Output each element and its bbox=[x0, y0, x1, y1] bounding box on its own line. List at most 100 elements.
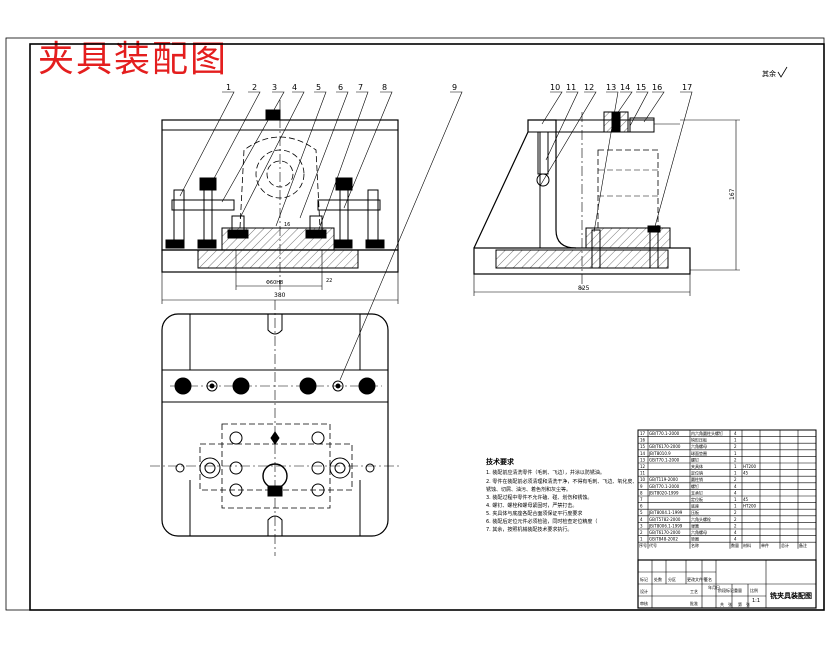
parts-list-name: 六角螺母 bbox=[691, 443, 707, 449]
svg-text:8: 8 bbox=[382, 83, 387, 92]
parts-list-no: 15 bbox=[640, 444, 646, 449]
svg-text:批准: 批准 bbox=[690, 600, 698, 606]
svg-text:17: 17 bbox=[682, 83, 692, 92]
parts-list-code: GB/T848-2002 bbox=[649, 537, 678, 542]
parts-list-code: GB/T70.1-2000 bbox=[649, 484, 680, 489]
parts-list-no: 8 bbox=[640, 490, 643, 495]
svg-text:第: 第 bbox=[738, 601, 742, 607]
svg-text:4: 4 bbox=[292, 83, 297, 92]
parts-list-qty: 2 bbox=[734, 517, 737, 522]
parts-list-no: 4 bbox=[640, 517, 643, 522]
parts-list-name: 内六角圆柱头螺钉 bbox=[691, 430, 723, 436]
svg-text:2: 2 bbox=[252, 83, 257, 92]
parts-list-name: 六角螺母 bbox=[691, 529, 707, 535]
parts-list-name: 底座 bbox=[691, 503, 699, 509]
parts-list-header-cell: 单件 bbox=[761, 542, 769, 548]
parts-list-name: 定位销 bbox=[691, 470, 703, 476]
dim-front-width: 380 bbox=[274, 292, 286, 299]
svg-text:5. 夹具体与底座各配合面须保证平行度要求: 5. 夹具体与底座各配合面须保证平行度要求 bbox=[486, 510, 582, 517]
parts-list-code: JB/T8020-1999 bbox=[648, 490, 679, 495]
parts-list-code: JB/T8006.1-1999 bbox=[648, 523, 683, 528]
parts-list-name: 夹具体 bbox=[691, 463, 703, 469]
drawing-title: 夹具装配图 bbox=[38, 39, 229, 80]
dim-front-part: 16 bbox=[284, 222, 290, 228]
parts-list-qty: 4 bbox=[734, 431, 737, 436]
parts-list-no: 3 bbox=[640, 523, 643, 528]
parts-list-code: GB/T6170-2000 bbox=[649, 444, 681, 449]
roughness-mark: 其余 bbox=[762, 66, 788, 78]
outer-frame bbox=[5, 37, 825, 611]
parts-list-name: 弹簧 bbox=[691, 522, 699, 528]
parts-list-name: 支承钉 bbox=[691, 489, 703, 495]
parts-list-qty: 4 bbox=[734, 484, 737, 489]
parts-list-header-cell: 名称 bbox=[691, 542, 699, 548]
callout-leaders-front bbox=[179, 91, 463, 381]
title-block-text: 标记 处数 分区 更改文件号 签名 年月日 设计 审核 工艺 批准 阶段标记 重… bbox=[640, 576, 812, 607]
parts-list-code: JB/T8010.9 bbox=[648, 451, 671, 456]
svg-text:3: 3 bbox=[272, 83, 277, 92]
tech-requirements: 技术要求 1. 装配前应清洗零件（毛刺、飞边），并涂以防锈油。 2. 零件在装配… bbox=[486, 457, 637, 533]
parts-list-qty: 1 bbox=[734, 471, 737, 476]
svg-text:2. 零件在装配前必须清理和清洗干净，不得有毛刺、飞边、氧化: 2. 零件在装配前必须清理和清洗干净，不得有毛刺、飞边、氧化皮、 bbox=[486, 478, 637, 485]
parts-list-no: 14 bbox=[640, 451, 646, 456]
title-block bbox=[637, 559, 817, 609]
svg-text:14: 14 bbox=[620, 83, 630, 92]
parts-list-qty: 4 bbox=[734, 530, 737, 535]
parts-list-no: 11 bbox=[640, 471, 646, 476]
svg-text:13: 13 bbox=[606, 83, 616, 92]
parts-list-code: GB/T6170-2000 bbox=[649, 530, 681, 535]
svg-text:张: 张 bbox=[728, 601, 732, 607]
parts-list-qty: 2 bbox=[734, 444, 737, 449]
parts-list-no: 12 bbox=[640, 464, 646, 469]
svg-text:9: 9 bbox=[452, 83, 457, 92]
parts-list-qty: 1 bbox=[734, 504, 737, 509]
svg-text:年月日: 年月日 bbox=[708, 584, 720, 590]
svg-text:1:1: 1:1 bbox=[752, 598, 760, 604]
parts-list-no: 10 bbox=[640, 477, 646, 482]
svg-text:5: 5 bbox=[316, 83, 321, 92]
front-view bbox=[161, 100, 399, 304]
svg-text:6: 6 bbox=[338, 83, 343, 92]
svg-text:7: 7 bbox=[358, 83, 363, 92]
parts-list-qty: 4 bbox=[734, 537, 737, 542]
parts-list-no: 17 bbox=[640, 431, 646, 436]
parts-list-qty: 2 bbox=[734, 457, 737, 462]
parts-list-qty: 4 bbox=[734, 490, 737, 495]
parts-list-name: 圆柱销 bbox=[691, 476, 703, 482]
svg-text:1: 1 bbox=[226, 83, 231, 92]
callout-numbers-side: 10 11 12 13 14 15 16 17 bbox=[550, 83, 692, 92]
parts-list-no: 9 bbox=[640, 484, 643, 489]
parts-list-header-cell: 总计 bbox=[781, 542, 789, 548]
parts-list-no: 5 bbox=[640, 510, 643, 515]
svg-text:重量: 重量 bbox=[734, 587, 742, 593]
top-view bbox=[150, 300, 400, 556]
parts-list-name: 球面垫圈 bbox=[691, 450, 707, 456]
svg-text:1. 装配前应清洗零件（毛刺、飞边），并涂以防锈油。: 1. 装配前应清洗零件（毛刺、飞边），并涂以防锈油。 bbox=[486, 469, 605, 476]
parts-list-code: GB/T70.1-2000 bbox=[649, 457, 680, 462]
parts-list-qty: 2 bbox=[734, 477, 737, 482]
parts-list-no: 16 bbox=[640, 438, 646, 443]
parts-list-name: 垫圈 bbox=[691, 536, 699, 542]
svg-text:11: 11 bbox=[566, 83, 576, 92]
parts-list-material: 45 bbox=[743, 497, 749, 502]
parts-list-name: 压板 bbox=[691, 509, 699, 515]
parts-list-qty: 1 bbox=[734, 438, 737, 443]
parts-list-code: GB/T119-2000 bbox=[649, 477, 678, 482]
svg-text:阶段标记: 阶段标记 bbox=[718, 587, 734, 593]
side-view bbox=[473, 111, 740, 296]
svg-text:张: 张 bbox=[746, 601, 750, 607]
parts-list-material: HT200 bbox=[743, 504, 757, 509]
parts-list-name: 六角头螺栓 bbox=[691, 516, 711, 522]
svg-text:6. 装配后定位元件必须检验，同时检查定位精度（: 6. 装配后定位元件必须检验，同时检查定位精度（ bbox=[486, 518, 597, 525]
dim-side-height: 167 bbox=[729, 188, 736, 200]
svg-text:更改文件号: 更改文件号 bbox=[687, 576, 707, 582]
svg-text:12: 12 bbox=[584, 83, 594, 92]
parts-list-no: 13 bbox=[640, 457, 646, 462]
parts-list-header-cell: 序号 bbox=[639, 542, 647, 548]
svg-text:比例: 比例 bbox=[750, 587, 758, 593]
dim-front-inner: Φ60H8 bbox=[266, 280, 283, 286]
parts-list-name: 钩形压板 bbox=[691, 437, 707, 443]
callout-numbers-front: 1 2 3 4 5 6 7 8 9 bbox=[226, 83, 457, 92]
parts-list-material: 45 bbox=[743, 471, 749, 476]
